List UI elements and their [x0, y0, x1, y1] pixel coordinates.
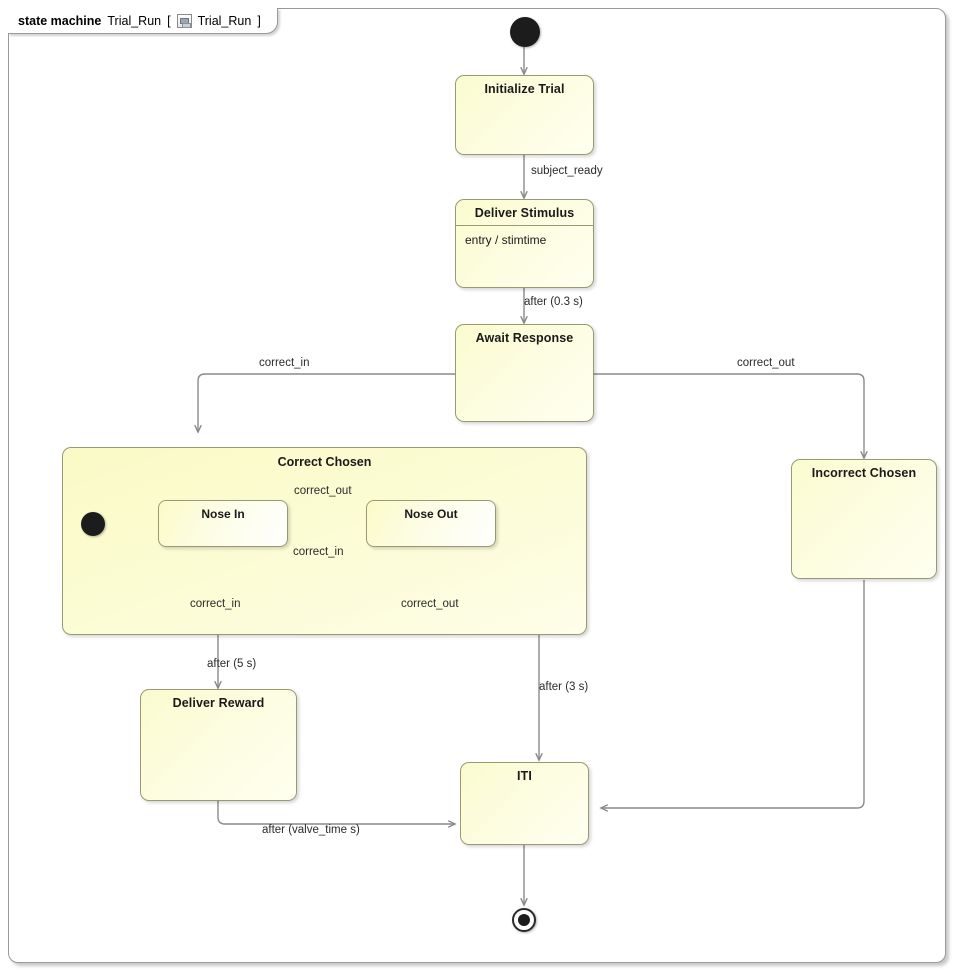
state-title: Deliver Reward	[172, 696, 265, 710]
state-nose-out[interactable]: Nose Out	[366, 500, 496, 547]
state-title: Nose Out	[404, 507, 458, 521]
state-title: Correct Chosen	[277, 455, 372, 469]
frame-qualified-name: Trial_Run	[197, 13, 252, 28]
transition-label-nose-in-to-nose-out: correct_out	[294, 485, 352, 497]
transition-label-subject-ready: subject_ready	[531, 165, 603, 177]
frame-bracket-close: ]	[257, 13, 261, 28]
state-divider	[456, 225, 593, 226]
state-title: Initialize Trial	[484, 82, 565, 96]
frame-bracket-open: [	[167, 13, 171, 28]
transition-label-nose-out-to-nose-in: correct_in	[293, 546, 344, 558]
state-nose-in[interactable]: Nose In	[158, 500, 288, 547]
state-machine-icon	[176, 13, 192, 28]
state-initialize-trial[interactable]: Initialize Trial	[455, 75, 594, 155]
transition-label-after-03s: after (0.3 s)	[524, 296, 583, 308]
transition-label-nose-in-self: correct_in	[190, 598, 241, 610]
diagram-frame-header: state machine Trial_Run [ Trial_Run ]	[8, 8, 278, 34]
state-title: Deliver Stimulus	[474, 206, 575, 220]
final-state	[512, 908, 536, 932]
transition-label-after-5s: after (5 s)	[207, 658, 257, 670]
frame-name: Trial_Run	[107, 13, 162, 28]
state-entry-action: entry / stimtime	[465, 233, 547, 247]
state-title: ITI	[517, 769, 532, 783]
state-deliver-reward[interactable]: Deliver Reward	[140, 689, 297, 801]
state-await-response[interactable]: Await Response	[455, 324, 594, 422]
transition-label-nose-out-self: correct_out	[401, 598, 459, 610]
state-incorrect-chosen[interactable]: Incorrect Chosen	[791, 459, 937, 579]
initial-pseudostate-correct-chosen	[81, 512, 105, 536]
transition-label-correct-in-await: correct_in	[259, 357, 310, 369]
state-title: Incorrect Chosen	[811, 466, 917, 480]
initial-pseudostate	[510, 17, 540, 47]
transition-label-correct-out-await: correct_out	[737, 357, 795, 369]
frame-keyword: state machine	[18, 13, 102, 28]
transition-label-after-valve-time: after (valve_time s)	[262, 824, 360, 836]
state-deliver-stimulus[interactable]: Deliver Stimulus entry / stimtime	[455, 199, 594, 288]
transition-label-after-3s: after (3 s)	[539, 681, 589, 693]
state-correct-chosen[interactable]: Correct Chosen	[62, 447, 587, 635]
state-title: Nose In	[201, 507, 245, 521]
state-title: Await Response	[475, 331, 574, 345]
state-iti[interactable]: ITI	[460, 762, 589, 845]
